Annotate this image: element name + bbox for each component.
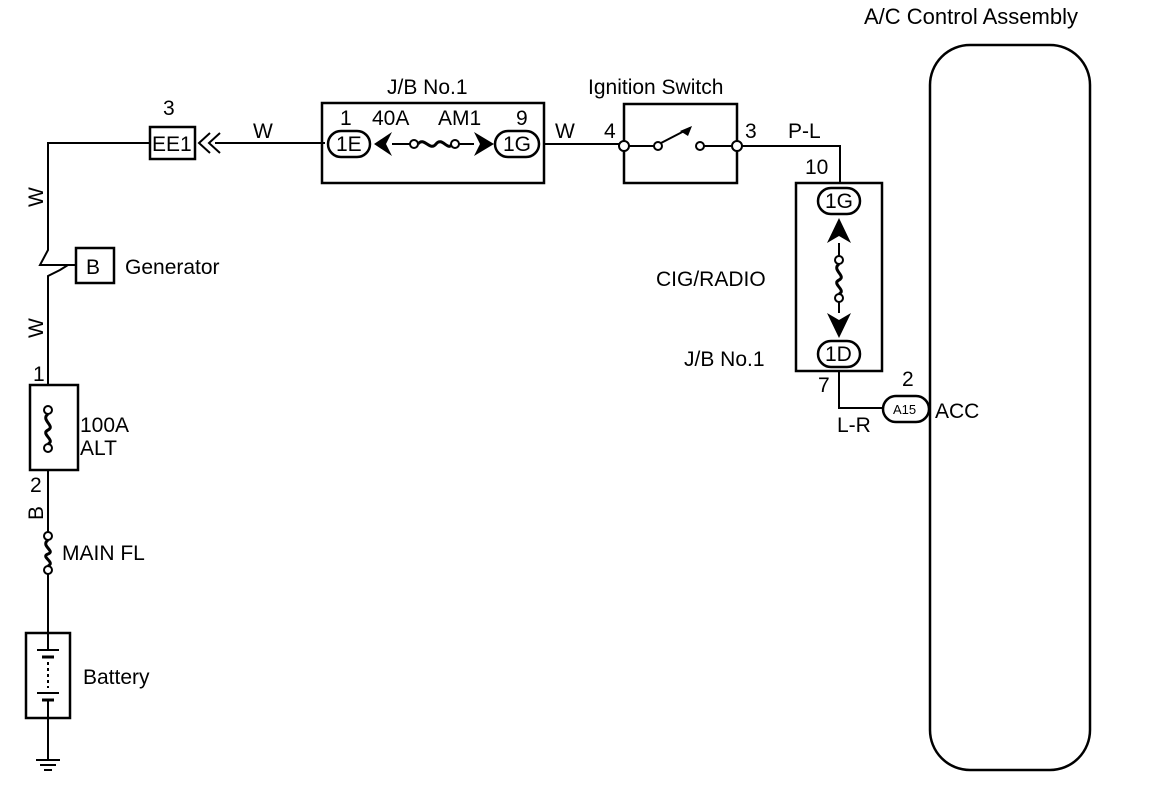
battery-label: Battery [83, 666, 150, 689]
alt-fuse-name: ALT [80, 437, 117, 460]
generator-terminal-box [74, 246, 116, 285]
wire-ign-to-jb-side [742, 145, 841, 183]
ee1-connector-box [148, 125, 197, 161]
ignition-switch-box [622, 102, 739, 185]
jb-1g-pin: 9 [516, 107, 528, 130]
jb-1g-top-connector [493, 129, 541, 159]
am1-fuse-icon [392, 139, 474, 149]
jb-side-down-arrow-icon [827, 313, 851, 338]
jb-side-up-arrow-icon [827, 218, 851, 243]
cig-radio-fuse-icon [834, 243, 844, 313]
jb-1g-top-label: 1G [503, 133, 531, 156]
wire-color-b: B [25, 506, 48, 520]
a15-connector [881, 394, 931, 424]
ign-pin-4: 4 [604, 120, 616, 143]
jb-side-1g-connector [816, 186, 862, 216]
ignition-switch-title: Ignition Switch [588, 76, 723, 99]
jb-1e-label: 1E [336, 133, 362, 156]
acc-terminal-label: ACC [935, 400, 979, 423]
wire-color-l-r: L-R [837, 414, 871, 437]
ground-icon [36, 759, 60, 771]
a15-pin: 2 [902, 368, 914, 391]
wire-color-w-upper-left: W [25, 187, 48, 207]
ee1-connector-label: EE1 [152, 133, 192, 156]
alt-pin-1: 1 [33, 363, 45, 386]
ee1-chevron-icon [197, 132, 221, 154]
jb-no1-side-title: J/B No.1 [684, 348, 765, 371]
jb-1g-arrow-icon [474, 132, 494, 156]
ac-control-assembly-title: A/C Control Assembly [864, 4, 1078, 29]
wire-color-w-lower-left: W [25, 318, 48, 338]
a15-label: A15 [893, 402, 916, 417]
alt-fuse-icon [43, 405, 53, 453]
wire-jb-to-acc [838, 371, 883, 409]
am1-fuse-rating: 40A [372, 107, 409, 130]
ee1-pin: 3 [163, 97, 175, 120]
jb-1e-arrow-icon [374, 132, 392, 156]
ign-pin-3: 3 [745, 120, 757, 143]
jb-side-pin-7: 7 [818, 374, 830, 397]
jb-side-1g-label: 1G [825, 190, 853, 213]
alt-fuse-rating: 100A [80, 414, 129, 437]
generator-label: Generator [125, 256, 220, 279]
jb-1d-label: 1D [825, 343, 852, 366]
main-fl-fuse-icon [43, 531, 53, 575]
jb-no1-top-title: J/B No.1 [387, 76, 468, 99]
jb-side-pin-10: 10 [805, 156, 828, 179]
am1-fuse-name: AM1 [438, 107, 481, 130]
cig-radio-label: CIG/RADIO [656, 268, 766, 291]
alt-pin-2: 2 [30, 474, 42, 497]
wire-color-w-jb: W [555, 120, 575, 143]
jb-1d-connector [816, 339, 862, 369]
generator-terminal-label: B [86, 256, 100, 279]
battery-icon [37, 633, 59, 718]
jb-1e-connector [326, 129, 372, 159]
left-main-wire [38, 142, 150, 760]
alt-fuse-box [28, 383, 80, 472]
main-fl-label: MAIN FL [62, 542, 145, 565]
jb-1e-pin: 1 [340, 107, 352, 130]
wire-color-p-l: P-L [788, 120, 821, 143]
ignition-switch-contact-icon [618, 126, 743, 152]
wire-color-w-ee1: W [253, 120, 273, 143]
